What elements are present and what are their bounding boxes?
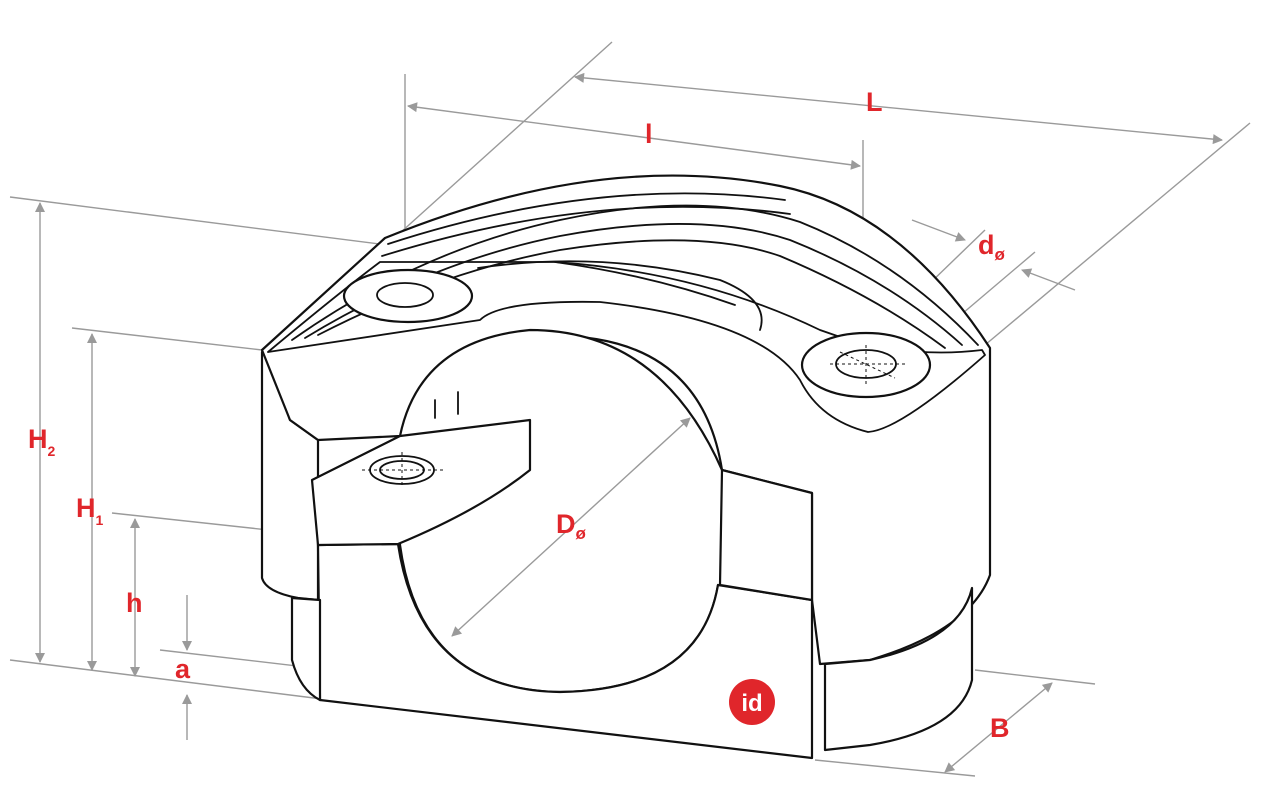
logo-text: id [741, 690, 762, 717]
dimension-lines [35, 72, 1223, 773]
left-lower-foot [290, 596, 322, 702]
bolt-hole-top-left [342, 268, 474, 324]
label-H2: H2 [28, 424, 56, 459]
label-L: L [866, 87, 883, 117]
dim-d-left [911, 219, 966, 242]
label-D: Dø [556, 509, 587, 543]
dim-d-right [1021, 268, 1076, 291]
label-l: l [645, 119, 653, 149]
right-lower-foot [823, 586, 974, 752]
cable-cleat [260, 174, 992, 760]
label-a: a [175, 654, 191, 684]
dim-D [451, 417, 691, 637]
lower-block-right-pad [718, 468, 814, 602]
dim-l [407, 102, 861, 170]
dim-L [574, 72, 1223, 145]
label-d: dø [978, 230, 1006, 264]
lower-block [316, 542, 814, 760]
label-h: h [126, 588, 143, 618]
label-H1: H1 [76, 493, 104, 528]
id-logo: id [729, 679, 775, 725]
label-B: B [990, 713, 1010, 743]
dimension-labels: L l dø Dø H2 H1 h a B [28, 87, 1010, 743]
dim-B [944, 682, 1053, 773]
